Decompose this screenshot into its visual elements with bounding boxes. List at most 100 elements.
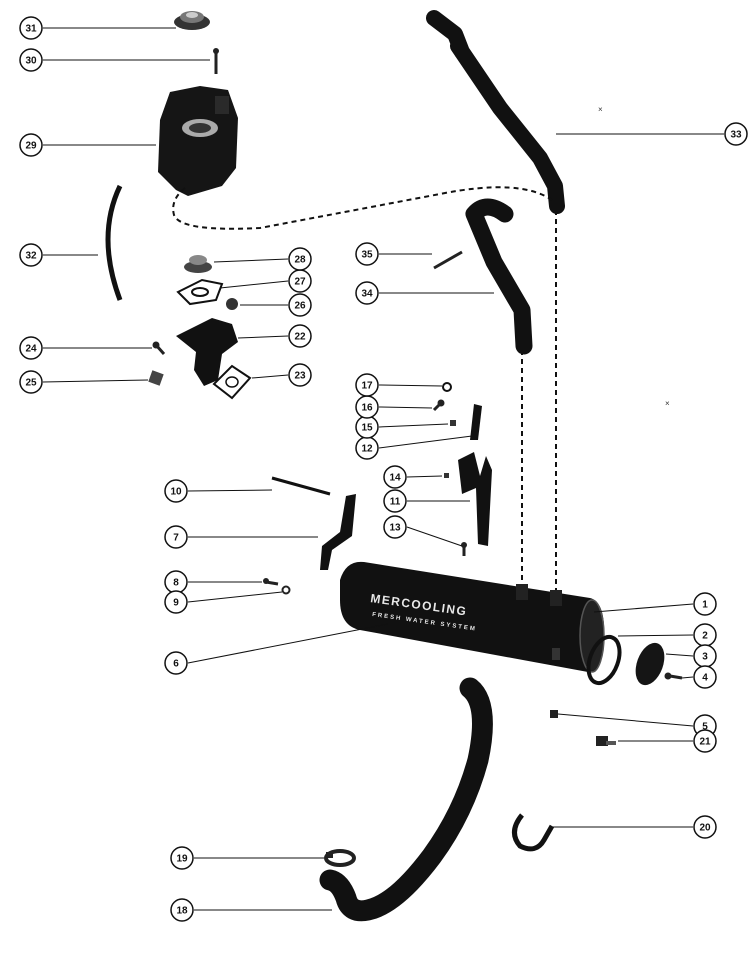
callout-circle <box>288 247 312 271</box>
pressure-cap <box>174 11 210 30</box>
callout-3-end-cap: 3 <box>665 644 717 668</box>
callout-32-hose: 32 <box>19 243 98 267</box>
callout-number: 13 <box>389 523 401 534</box>
callout-7-bracket: 7 <box>164 525 318 549</box>
callout-17-washer: 17 <box>355 373 443 397</box>
callout-number: 26 <box>294 301 306 312</box>
rod <box>433 250 463 270</box>
callout-34-hose: 34 <box>355 281 494 305</box>
clip <box>512 813 555 852</box>
callout-30-pin: 30 <box>19 48 210 72</box>
screw-4 <box>664 672 683 680</box>
callout-31-pressure-cap: 31 <box>19 16 176 40</box>
callout-circle <box>19 48 43 72</box>
heat-exchanger: MERCOOLING FRESH WATER SYSTEM <box>340 561 605 673</box>
nut-15 <box>450 420 456 426</box>
callout-10-stud: 10 <box>164 479 273 503</box>
stray-mark: × <box>598 105 603 114</box>
leader-line <box>681 676 694 679</box>
hose-33 <box>426 10 565 214</box>
leader-line <box>251 374 289 379</box>
hose-clamp <box>324 849 356 867</box>
screw-13 <box>461 542 467 556</box>
callout-number: 17 <box>361 381 373 392</box>
callout-circle <box>164 590 188 614</box>
callout-21-clamp: 21 <box>618 729 717 753</box>
bracket-12 <box>470 404 482 440</box>
stray-mark: × <box>665 399 670 408</box>
callout-circle <box>693 665 717 689</box>
connection-line <box>172 186 553 230</box>
callout-number: 15 <box>361 423 373 434</box>
callout-6-heat-exchanger: 6 <box>164 623 389 675</box>
callout-13-screw: 13 <box>383 515 463 547</box>
leader-line <box>42 379 149 383</box>
gasket-27 <box>176 278 224 306</box>
leader-line <box>378 435 473 449</box>
callout-circle <box>383 465 407 489</box>
leader-line <box>187 591 283 603</box>
leader-line <box>378 423 449 428</box>
callout-5-drain-plug: 5 <box>557 713 717 738</box>
hose-34 <box>465 198 533 355</box>
clamp-21 <box>596 736 616 746</box>
callout-27-gasket: 27 <box>219 269 312 293</box>
callout-circle <box>693 592 717 616</box>
callout-circle <box>383 515 407 539</box>
leader-line <box>665 653 694 657</box>
screw-8 <box>263 578 279 586</box>
callout-16-screw: 16 <box>355 395 433 419</box>
callout-number: 10 <box>170 487 182 498</box>
callout-number: 27 <box>294 277 306 288</box>
callout-number: 22 <box>294 332 306 343</box>
leader-line <box>557 713 694 727</box>
washer-9 <box>281 585 291 595</box>
callout-number: 31 <box>25 24 37 35</box>
callout-number: 11 <box>390 497 401 508</box>
callout-28-thermostat: 28 <box>213 247 312 271</box>
callout-number: 28 <box>294 255 306 266</box>
screw-24 <box>152 341 166 355</box>
gasket-23 <box>212 364 252 400</box>
callout-circle <box>170 846 194 870</box>
screw-16 <box>432 399 445 412</box>
callout-circle <box>19 336 43 360</box>
callout-24-screw: 24 <box>19 336 152 360</box>
callout-number: 35 <box>361 250 373 261</box>
callout-circle <box>19 133 43 157</box>
callout-number: 6 <box>173 659 179 670</box>
hose-32 <box>105 184 123 301</box>
callout-12-bracket: 12 <box>355 435 473 460</box>
gasket-2 <box>586 634 622 686</box>
callout-11-bracket: 11 <box>383 489 470 513</box>
callout-number: 16 <box>361 403 373 414</box>
nut-14 <box>444 473 449 478</box>
callout-9-washer: 9 <box>164 590 283 614</box>
callout-number: 34 <box>361 289 373 300</box>
callout-19-hose-clamp: 19 <box>170 846 324 870</box>
callout-number: 12 <box>361 444 373 455</box>
callout-number: 9 <box>173 598 179 609</box>
leader-line <box>213 258 289 263</box>
callout-circle <box>288 293 312 317</box>
callout-number: 20 <box>699 823 711 834</box>
callout-circle <box>164 651 188 675</box>
callout-number: 2 <box>702 631 708 642</box>
callout-23-gasket: 23 <box>251 363 312 387</box>
callout-22-thermostat-housing: 22 <box>237 324 312 348</box>
callout-1-heat-exchanger-end: 1 <box>593 592 717 616</box>
stud <box>271 476 331 496</box>
bracket-7 <box>320 494 356 570</box>
end-cap <box>635 642 665 686</box>
leader-line <box>187 489 273 492</box>
washer-17 <box>442 382 452 392</box>
callout-number: 7 <box>173 533 179 544</box>
callout-number: 30 <box>25 56 37 67</box>
pin <box>213 48 219 74</box>
callout-circle <box>383 489 407 513</box>
callout-14-nut: 14 <box>383 465 443 489</box>
callout-circle <box>170 898 194 922</box>
reservoir <box>158 86 238 196</box>
